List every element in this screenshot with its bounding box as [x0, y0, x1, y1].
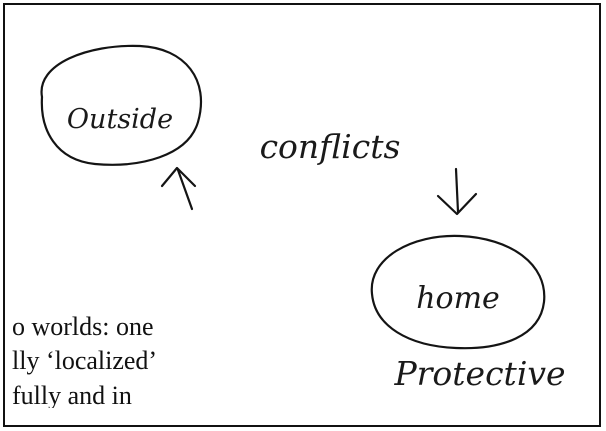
typed-text-line-3: fully and in	[12, 381, 132, 408]
outside-label: Outside	[67, 104, 173, 135]
protective-label: Protective	[393, 354, 565, 393]
home-label: home	[416, 281, 500, 316]
conflicts-label: conflicts	[260, 127, 401, 166]
scan-border	[3, 3, 601, 427]
up-arrow-icon	[160, 166, 197, 211]
down-arrow-icon	[436, 167, 478, 216]
home-circle	[370, 234, 546, 350]
typed-text-line-2: lly ‘localized’	[12, 346, 158, 375]
typed-text-line-1: o worlds: one	[12, 312, 154, 341]
outside-circle	[40, 44, 203, 166]
